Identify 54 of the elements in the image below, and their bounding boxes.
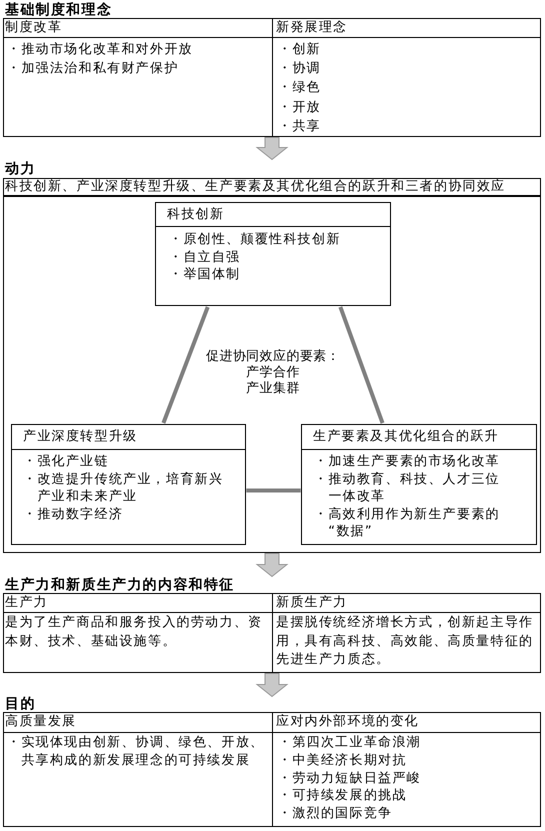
list-item: ・举国体制 — [169, 266, 240, 284]
connector-line — [338, 306, 384, 424]
column-header: 新発展理念 — [273, 18, 541, 38]
column-header: 应对内外部环境的变化 — [273, 712, 541, 733]
list-item: ・劳动力短缺日益严峻 — [278, 770, 421, 788]
list-item: ・改造提升传统产业，培育新兴产业和未来产业 — [23, 470, 224, 506]
block-arrow — [256, 553, 288, 578]
card-title: 科技创新 — [156, 203, 390, 227]
section-heading: 生产力和新质生产力的内容和特征 — [5, 577, 234, 593]
column-header: 制度改革 — [3, 18, 272, 38]
list-item: ・激烈的国际竞争 — [278, 805, 392, 823]
list-item: ・自立自强 — [169, 248, 240, 266]
list-item: ・推动教育、科技、人才三位一体改革 — [314, 470, 501, 506]
panel-header: 科技创新、产业深度转型升级、生产要素及其优化组合的跃升和三者的协同效应 — [3, 178, 541, 197]
list-item: ・加强法治和私有财产保护 — [7, 60, 179, 78]
list-item: ・推动数字经济 — [23, 506, 124, 523]
list-item: ・中美经济长期对抗 — [278, 752, 407, 770]
list-item: ・共享 — [278, 118, 321, 136]
column-header: 新质生产力 — [273, 593, 541, 613]
note-item: 产学合作 — [246, 365, 300, 381]
block-arrow — [256, 673, 288, 698]
list-item: ・推动市场化改革和对外开放 — [7, 40, 193, 58]
section-table — [3, 697, 541, 827]
card-title: 产业深度转型升级 — [12, 425, 245, 450]
list-item: ・开放 — [278, 98, 321, 117]
list-item: ・创新 — [278, 40, 321, 58]
list-item: ・强化产业链 — [23, 453, 109, 470]
section-table — [3, 577, 541, 673]
list-item: ・加速生产要素的市场化改革 — [314, 453, 500, 470]
list-item: ・协调 — [278, 60, 321, 78]
description-text: 是为了生产商品和服务投入的劳动力、资本财、技术、基础设施等。 — [5, 614, 264, 650]
block-arrow — [256, 137, 288, 160]
column-header: 生产力 — [3, 593, 272, 613]
section-panel — [3, 160, 541, 553]
list-item: ・绿色 — [278, 79, 321, 98]
list-item: ・实现体现由创新、协调、绿色、开放、共享构成的新发展理念的可持续发展 — [7, 734, 266, 770]
topic-card — [301, 424, 537, 545]
list-item: ・高效利用作为新生产要素的“数据” — [314, 506, 501, 540]
section-table — [3, 2, 541, 137]
description-text: 是摆脱传统经济增长方式，创新起主导作用，具有高科技、高效能、高质量特征的先进生产力质态。 — [276, 614, 534, 669]
topic-card — [155, 202, 391, 306]
list-item: ・原创性、颠覆性科技创新 — [169, 231, 341, 248]
connector-line — [162, 306, 210, 424]
connector-line — [246, 488, 301, 493]
note-heading: 促进协同效应的要素： — [206, 349, 340, 365]
section-heading: 目的 — [5, 697, 36, 712]
section-heading: 基础制度和理念 — [5, 2, 112, 18]
topic-card — [11, 424, 246, 545]
card-title: 生产要素及其优化组合的跃升 — [302, 425, 536, 450]
list-item: ・第四次工业革命浪潮 — [278, 734, 421, 752]
list-item: ・可持续发展的挑战 — [278, 787, 407, 806]
note-item: 产业集群 — [246, 381, 300, 397]
column-header: 高质量发展 — [3, 712, 272, 733]
section-heading: 动力 — [5, 160, 36, 178]
